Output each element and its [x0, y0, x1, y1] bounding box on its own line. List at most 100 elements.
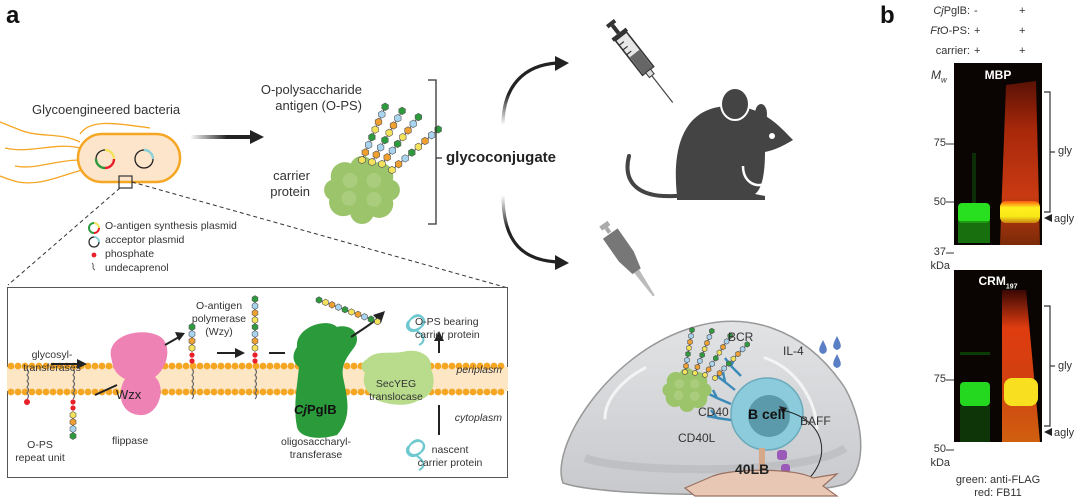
carrier-protein — [324, 156, 400, 225]
lane1-ftops: + — [974, 25, 981, 37]
mw-sub: w — [941, 75, 947, 85]
nascent-line1: nascent — [431, 444, 469, 456]
undecaprenol — [191, 368, 195, 400]
blot-crm197-bands — [960, 290, 1040, 442]
undecaprenol — [26, 368, 30, 400]
transferred-chain — [315, 296, 381, 326]
sugar-unit — [414, 112, 422, 122]
polymerase-line2: polymerase — [191, 313, 247, 325]
marker-75: 75 — [933, 137, 946, 149]
glycosyltransferases-label: glycosyl- transferases — [12, 349, 92, 375]
polymerase-line3: (Wzy) — [205, 326, 233, 338]
sugar-unit — [251, 344, 259, 352]
pglb-label: CjPglB — [294, 402, 337, 417]
ops-bearing-carrier-coil — [405, 314, 426, 346]
organoid-glycoconjugate — [662, 326, 750, 412]
agly-arrow — [1044, 214, 1052, 222]
sugar-unit — [394, 114, 402, 123]
sugar-unit — [395, 160, 403, 169]
mbp-gly-label: gly — [1058, 145, 1073, 157]
polymerized-chain — [251, 295, 259, 352]
syringe-icon — [605, 19, 674, 103]
crm-gly-bracket — [1044, 305, 1055, 436]
sugar-unit — [709, 360, 715, 367]
arrow-to-mouse — [501, 61, 558, 126]
sugar-unit — [251, 337, 259, 345]
carrier-protein-label: carrier protein — [240, 168, 310, 200]
lane2-carrier: + — [1019, 45, 1026, 57]
sugar-unit — [251, 309, 259, 317]
glycoconjugate-label: glycoconjugate — [446, 149, 557, 166]
lane1-band — [960, 382, 990, 406]
mw-label: Mw — [931, 68, 947, 84]
sugar-unit — [374, 317, 381, 326]
sugar-unit — [727, 332, 733, 339]
arrow-to-organoid — [501, 194, 558, 264]
il4-label: IL-4 — [783, 344, 804, 358]
sugar-unit — [378, 110, 386, 119]
ops-chain — [358, 102, 389, 165]
ost-label: oligosaccharyl- transferase — [266, 436, 366, 462]
flagella — [0, 121, 151, 184]
sugar-unit — [399, 133, 407, 142]
b-cell-nucleus — [748, 395, 790, 437]
sugar-unit — [348, 308, 355, 316]
sugar-unit — [372, 150, 380, 159]
sugar-unit — [688, 332, 694, 340]
lane1-carrier: + — [974, 45, 981, 57]
baff-molecules — [777, 450, 790, 473]
legend: O-antigen synthesis plasmid acceptor pla… — [105, 220, 237, 275]
baff-arrow — [780, 409, 823, 485]
sugar-unit — [694, 363, 701, 371]
legend-synthesis-plasmid-icon — [87, 222, 100, 234]
bacterium-body — [76, 132, 182, 184]
sugar-unit — [328, 301, 336, 309]
marker-37: 37 — [933, 246, 946, 258]
sugar-unit — [398, 106, 406, 116]
sugar-unit — [704, 339, 710, 347]
ops-bearing-label: O-PS bearing carrier protein — [415, 316, 480, 342]
mbp-agly-label: agly — [1054, 213, 1075, 225]
ops-chain — [712, 341, 750, 382]
sugar-unit — [706, 333, 713, 341]
wzx-flippase — [110, 332, 168, 416]
sugar-unit — [367, 315, 375, 323]
panel-a-letter: a — [6, 2, 20, 29]
pglb-prefix: Cj — [294, 402, 307, 417]
legend-item: phosphate — [105, 248, 155, 260]
lane1-band — [958, 203, 990, 223]
sugar-unit — [374, 117, 383, 127]
synthesis-plasmid-icon — [94, 148, 116, 170]
carrier-protein — [662, 368, 712, 412]
ops-label-line1: O-polysaccharide — [260, 82, 362, 97]
organoid-contents — [683, 336, 841, 497]
sugar-unit — [358, 155, 366, 165]
ops-chain — [388, 125, 442, 175]
ops-bearing-line1: O-PS bearing — [415, 316, 479, 328]
sugar-unit — [69, 411, 77, 419]
sugar-unit — [685, 350, 691, 358]
cd40l-label: CD40L — [678, 431, 716, 445]
condition-label: carrier: — [935, 45, 970, 57]
sugar-unit — [385, 128, 393, 137]
flippase-label: flippase — [112, 435, 149, 447]
ops-chain — [378, 112, 422, 169]
sugar-unit — [408, 148, 416, 157]
glycoconjugate-illustration — [324, 102, 442, 225]
sugar-unit — [188, 344, 196, 352]
bcell-label: B cell — [748, 406, 786, 422]
sugar-unit — [401, 154, 409, 163]
blot-mbp: MBP — [954, 63, 1042, 245]
undecaprenol — [254, 368, 258, 400]
blot-legend-green: green: anti-FLAG — [955, 474, 1041, 486]
cytoplasm-label: cytoplasm — [454, 412, 502, 424]
mw-main: M — [931, 68, 941, 82]
nascent-line2: carrier protein — [417, 457, 483, 469]
lane2-pglb: + — [1019, 5, 1026, 17]
sugar-unit — [705, 366, 712, 373]
glycoconjugate-bracket — [428, 79, 442, 225]
lane2-ftops: + — [1019, 25, 1026, 37]
sugar-unit — [702, 371, 708, 379]
bacteria-label: Glycoengineered bacteria — [32, 102, 181, 117]
sugar-unit — [381, 102, 389, 111]
